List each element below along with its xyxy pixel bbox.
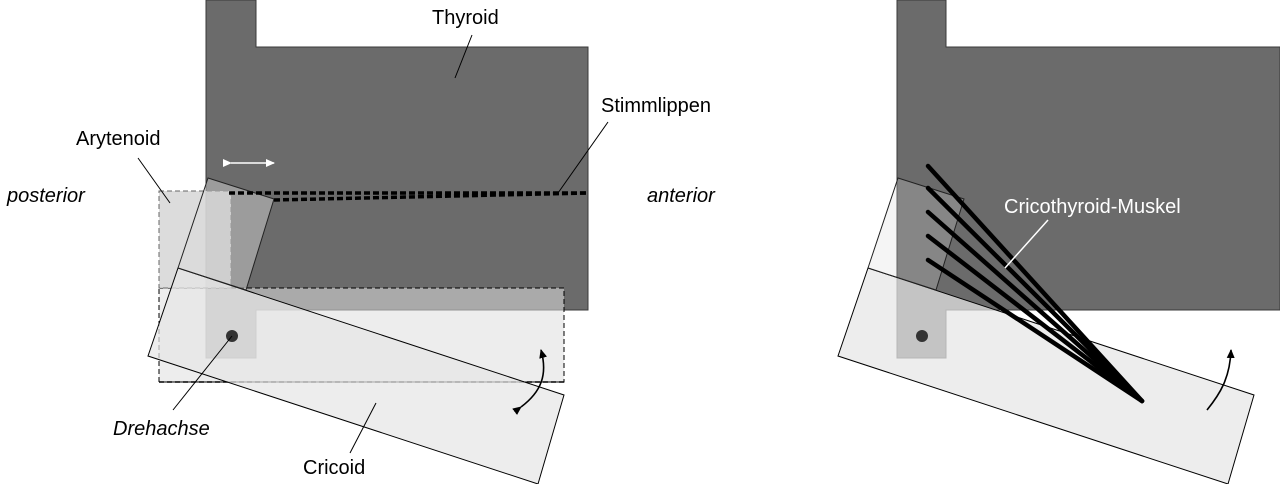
posterior-label: posterior bbox=[6, 185, 86, 207]
drehachse-label: Drehachse bbox=[113, 418, 210, 440]
stimmlippen-label: Stimmlippen bbox=[601, 95, 711, 117]
vocal-fold-line-tensioned bbox=[273, 191, 589, 202]
cricothyroid-muscle-fibers bbox=[925, 163, 1145, 404]
cricoid-label: Cricoid bbox=[303, 457, 365, 479]
arytenoid-ghost-outline bbox=[158, 190, 232, 289]
muscle-fiber bbox=[925, 257, 1145, 404]
anterior-label: anterior bbox=[647, 185, 716, 207]
cricoid-leader-line bbox=[349, 402, 377, 454]
muscle-fiber bbox=[925, 163, 1145, 404]
muscle-fiber bbox=[925, 185, 1145, 404]
cricothyroid-muskel-label: Cricothyroid-Muskel bbox=[1004, 196, 1181, 218]
cricoid-cartilage-right bbox=[837, 267, 1255, 484]
drehachse-leader-line bbox=[172, 335, 233, 411]
rotation-arrow-icon-right bbox=[1206, 349, 1235, 411]
thyroid-leader-line bbox=[454, 34, 473, 79]
thyroid-label: Thyroid bbox=[432, 7, 499, 29]
rotation-arrow-icon bbox=[512, 349, 548, 416]
pivot-point-right bbox=[916, 330, 928, 342]
cricothyroid-leader-line bbox=[1004, 219, 1049, 269]
left-panel: Thyroid Stimmlippen Arytenoid posterior … bbox=[6, 0, 716, 484]
muscle-fiber bbox=[925, 209, 1145, 404]
cricoid-cartilage bbox=[147, 267, 565, 484]
arytenoid-cartilage-right bbox=[867, 177, 965, 291]
right-panel: Cricothyroid-Muskel bbox=[837, 0, 1280, 484]
stimmlippen-leader-line bbox=[557, 121, 609, 194]
muscle-fiber bbox=[925, 233, 1145, 404]
arytenoid-label: Arytenoid bbox=[76, 128, 161, 150]
arytenoid-leader-line bbox=[137, 157, 171, 204]
